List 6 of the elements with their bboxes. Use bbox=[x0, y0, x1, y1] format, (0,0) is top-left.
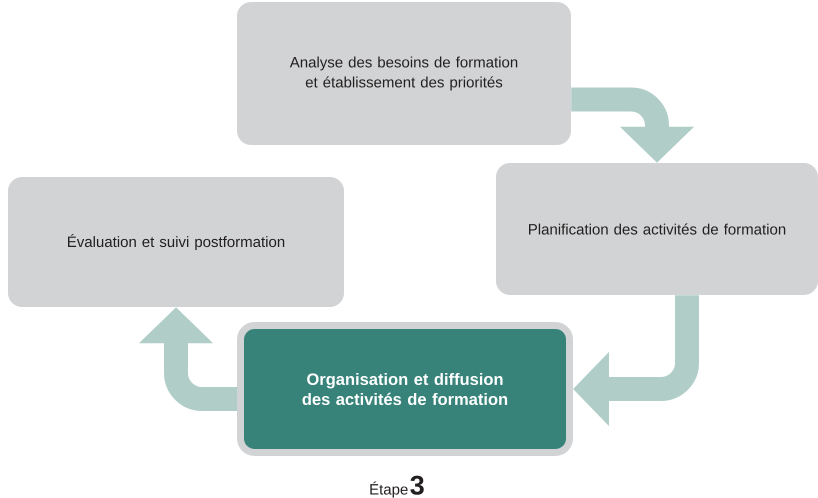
caption-text: Étape bbox=[370, 482, 408, 498]
step-box: Analyse des besoins de formation et établissement des priorités bbox=[237, 2, 571, 145]
step-box: Planification des activités de formation bbox=[496, 163, 818, 295]
step-box: Évaluation et suivi postformation bbox=[8, 177, 344, 307]
step-number: 3 bbox=[410, 476, 424, 495]
highlighted-step-box: Organisation et diffusion des activités de formation bbox=[237, 322, 573, 456]
